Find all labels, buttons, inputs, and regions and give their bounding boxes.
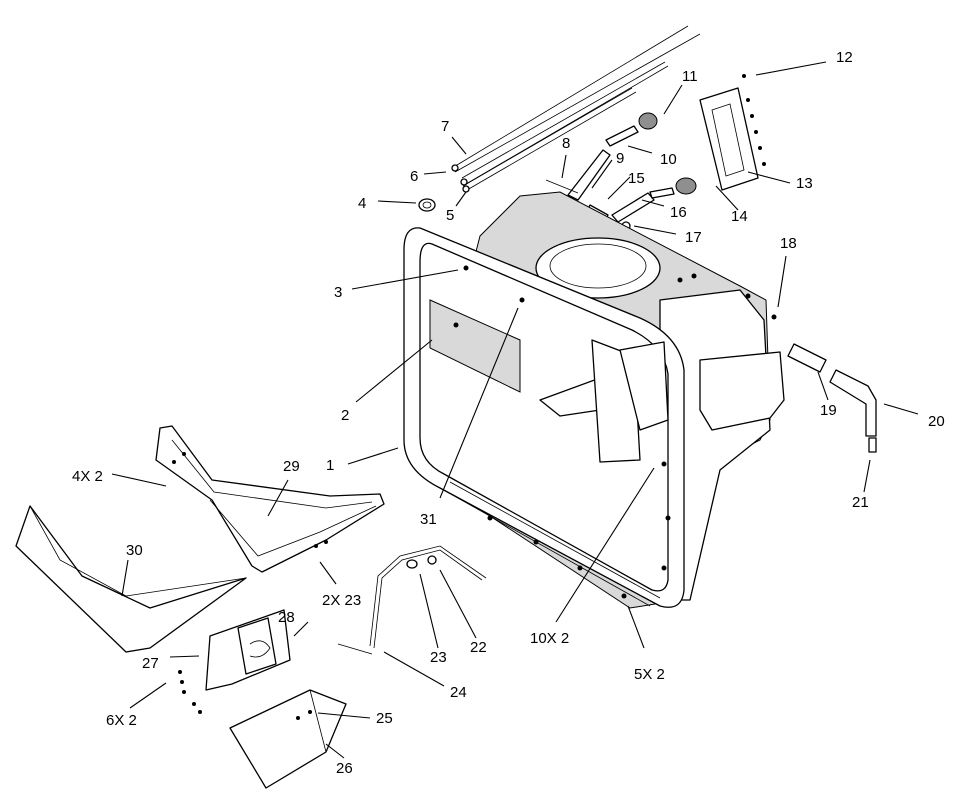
callout-4: 4 (358, 195, 366, 212)
callout-2: 2 (341, 407, 349, 424)
callout-4x2: 4X 2 (72, 468, 103, 485)
chute-cover (15, 505, 247, 653)
callout-24: 24 (450, 684, 467, 701)
callout-1: 1 (326, 457, 334, 474)
callout-9: 9 (616, 150, 624, 167)
callout-29: 29 (283, 458, 300, 475)
callout-25: 25 (376, 710, 393, 727)
callout-26: 26 (336, 760, 353, 777)
callout-17: 17 (685, 229, 702, 246)
callout-30: 30 (126, 542, 143, 559)
callout-21: 21 (852, 494, 869, 511)
bracket-assembly (178, 609, 291, 714)
rod-assembly (337, 545, 487, 655)
callout-11: 11 (682, 68, 698, 85)
callout-31: 31 (420, 511, 437, 528)
callout-23: 23 (430, 649, 447, 666)
callout-7: 7 (441, 118, 449, 135)
callout-27: 27 (142, 655, 159, 672)
callout-labels: 1 2 3 4 5 6 7 8 9 10 11 12 13 14 15 16 1… (72, 49, 945, 777)
bushing-part (418, 198, 436, 212)
mounting-plate (699, 74, 766, 191)
shield-plate (229, 689, 347, 789)
callout-20: 20 (928, 413, 945, 430)
leader-lines (111, 61, 919, 759)
deflector-frame (155, 425, 385, 573)
callout-5: 5 (446, 207, 454, 224)
main-housing (403, 191, 785, 609)
callout-13: 13 (796, 175, 813, 192)
callout-5x2: 5X 2 (634, 666, 665, 683)
callout-2x23: 2X 23 (322, 592, 361, 609)
callout-18: 18 (780, 235, 797, 252)
handle-tube-assembly (787, 343, 877, 453)
callout-6x2: 6X 2 (106, 712, 137, 729)
callout-12: 12 (836, 49, 853, 66)
callout-19: 19 (820, 402, 837, 419)
callout-6: 6 (410, 168, 418, 185)
cable-set (451, 25, 701, 193)
callout-3: 3 (334, 284, 342, 301)
callout-15: 15 (628, 170, 645, 187)
callout-16: 16 (670, 204, 687, 221)
callout-10x2: 10X 2 (530, 630, 569, 647)
callout-28: 28 (278, 609, 295, 626)
callout-22: 22 (470, 639, 487, 656)
callout-10: 10 (660, 151, 677, 168)
callout-14: 14 (731, 208, 748, 225)
callout-8: 8 (562, 135, 570, 152)
